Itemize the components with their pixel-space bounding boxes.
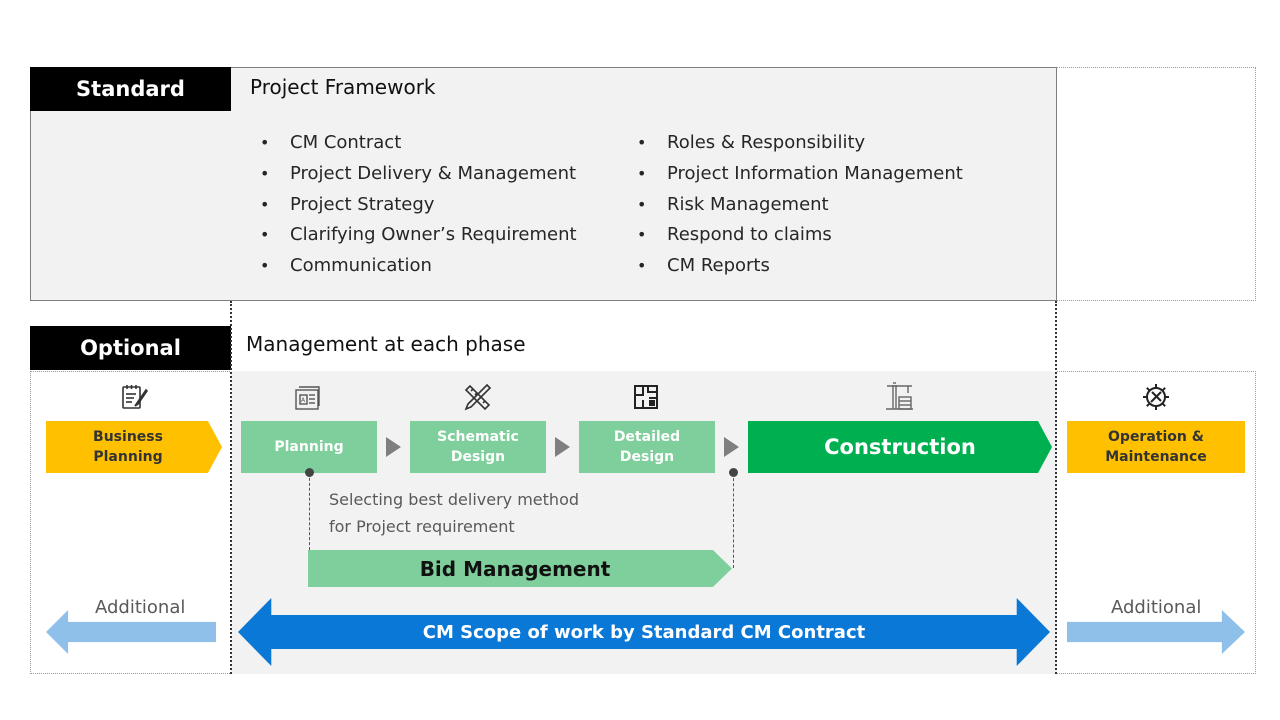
ruler-pencil-icon xyxy=(462,382,492,412)
flow-arrow-icon xyxy=(724,437,739,457)
bid-label: Bid Management xyxy=(419,556,611,581)
optional-tag: Optional xyxy=(30,326,231,370)
scope-label: CM Scope of work by Standard CM Contract xyxy=(422,621,866,643)
connector-dot xyxy=(305,468,314,477)
standard-title: Project Framework xyxy=(250,75,436,99)
list-item: Roles & Responsibility xyxy=(637,128,963,159)
connector-dot xyxy=(729,468,738,477)
blueprint-icon: A xyxy=(293,383,323,413)
list-item: Respond to claims xyxy=(637,220,963,251)
list-item: CM Reports xyxy=(637,251,963,282)
phase-label: Planning xyxy=(274,439,344,455)
phase-detailed-design: Detailed Design xyxy=(579,421,715,473)
list-item: Project Information Management xyxy=(637,159,963,190)
standard-side-panel xyxy=(1057,67,1256,301)
list-item: Clarifying Owner’s Requirement xyxy=(260,220,577,251)
phase-label: Business Planning xyxy=(93,429,163,465)
checklist-icon xyxy=(119,382,149,412)
bid-connector-right xyxy=(733,473,734,568)
phase-operation-maintenance: Operation & Maintenance xyxy=(1067,421,1245,473)
framework-list-right: Roles & Responsibility Project Informati… xyxy=(637,128,963,282)
floor-plan-icon xyxy=(631,382,661,412)
list-item: Project Delivery & Management xyxy=(260,159,577,190)
phase-planning: Planning xyxy=(241,421,377,473)
phase-construction: Construction xyxy=(748,421,1052,473)
scope-divider-left xyxy=(230,301,232,674)
bid-note-line: Selecting best delivery method xyxy=(329,490,580,509)
list-item: Communication xyxy=(260,251,577,282)
additional-label-left: Additional xyxy=(95,597,186,618)
bid-note: Selecting best delivery method for Proje… xyxy=(329,486,579,540)
phase-label: Detailed Design xyxy=(613,429,681,465)
additional-label-right: Additional xyxy=(1111,597,1202,618)
bid-management-banner: Bid Management xyxy=(308,550,732,587)
gear-wrench-icon xyxy=(1141,382,1171,412)
list-item: CM Contract xyxy=(260,128,577,159)
svg-text:A: A xyxy=(301,397,306,404)
bid-connector-left xyxy=(309,473,310,550)
phase-label: Schematic Design xyxy=(437,429,519,465)
optional-title: Management at each phase xyxy=(246,332,526,356)
standard-tag: Standard xyxy=(30,67,231,111)
flow-arrow-icon xyxy=(386,437,401,457)
phase-label: Operation & Maintenance xyxy=(1105,429,1207,465)
framework-list-left: CM Contract Project Delivery & Managemen… xyxy=(260,128,577,282)
bid-note-line: for Project requirement xyxy=(329,517,515,536)
flow-arrow-icon xyxy=(555,437,570,457)
phase-label: Construction xyxy=(824,435,976,459)
phase-business-planning: Business Planning xyxy=(46,421,222,473)
scope-divider-right xyxy=(1055,301,1057,674)
phase-schematic-design: Schematic Design xyxy=(410,421,546,473)
list-item: Risk Management xyxy=(637,190,963,221)
crane-icon xyxy=(884,381,914,411)
list-item: Project Strategy xyxy=(260,190,577,221)
